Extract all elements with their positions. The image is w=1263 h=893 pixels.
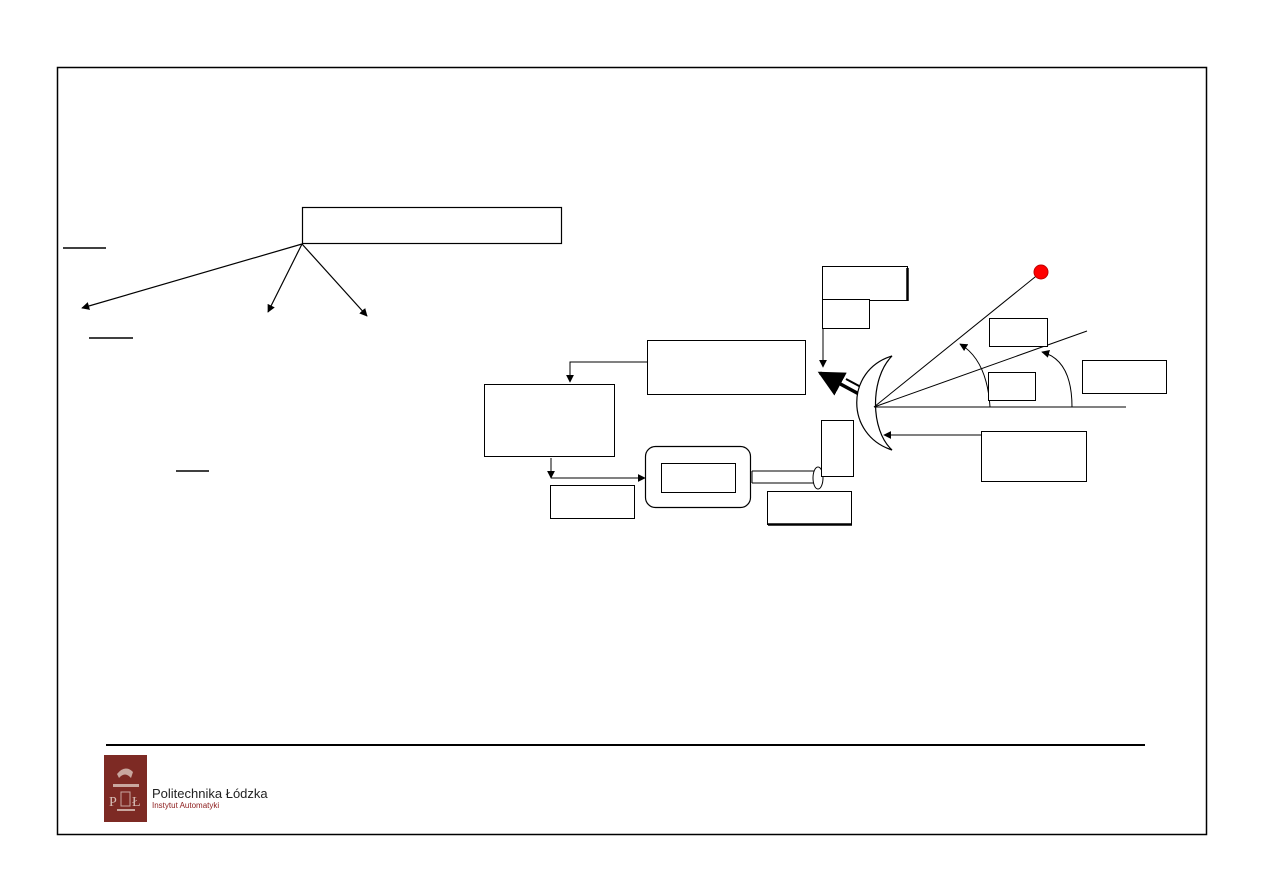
arrow-processor-to-left-box — [566, 361, 647, 383]
angle-label-box-upper — [989, 318, 1048, 347]
angle-label-box-right — [1082, 360, 1167, 394]
tree-branch-left — [81, 243, 303, 310]
processor-box — [647, 340, 806, 395]
angle-arc-inner — [959, 343, 991, 408]
ray-to-target — [873, 272, 1041, 408]
ray-middle — [873, 330, 1088, 408]
left-box — [484, 384, 615, 457]
bottom-right-box — [767, 491, 852, 525]
angle-label-box-lower — [988, 372, 1036, 401]
svg-text:Ł: Ł — [132, 795, 141, 810]
top-box-lower — [822, 299, 870, 329]
logo-name: Politechnika Łódzka — [152, 786, 268, 801]
angle-arc-outer — [1041, 349, 1073, 408]
connector-plug — [812, 466, 824, 490]
target-point-marker — [1033, 264, 1049, 280]
crescent-mirror — [856, 355, 893, 451]
tree-branch-right — [301, 243, 368, 317]
tree-branch-middle — [267, 243, 303, 313]
monitor-screen — [661, 463, 736, 493]
svg-text:P: P — [109, 795, 117, 810]
logo-text: Politechnika Łódzka Instytut Automatyki — [152, 786, 268, 811]
logo-subtitle: Instytut Automatyki — [152, 801, 220, 810]
sensor-post-box — [821, 420, 854, 477]
politechnika-emblem-icon: P Ł — [104, 755, 147, 822]
right-box — [981, 431, 1087, 482]
slide-frame — [56, 66, 1208, 836]
bottom-left-box — [550, 485, 635, 519]
tree-root-box — [301, 206, 563, 245]
top-box-upper — [822, 266, 908, 301]
